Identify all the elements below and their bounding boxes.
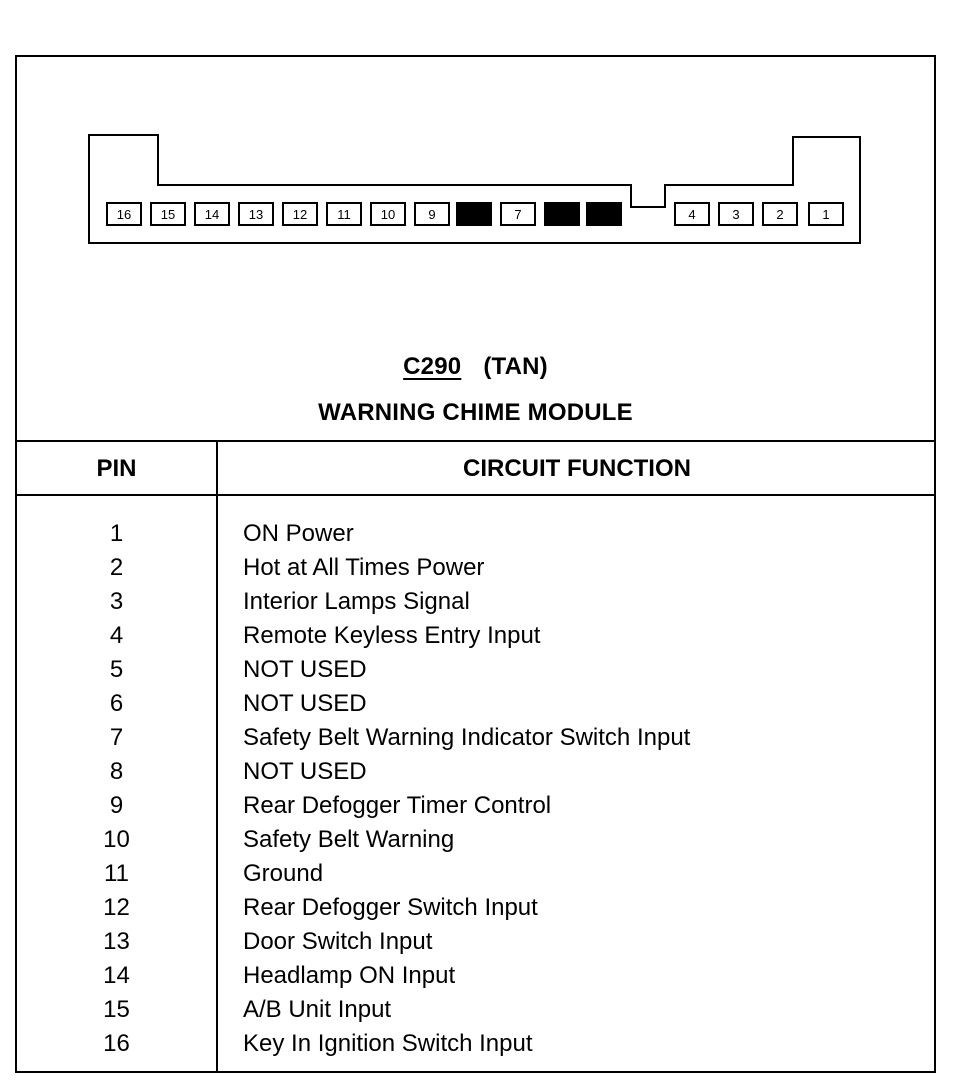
pin-row: 1 ON Power	[17, 517, 934, 551]
table-header-rule	[17, 494, 934, 496]
connector-housing-outline	[88, 134, 861, 244]
pin-cavity-label-10: 10	[381, 207, 395, 222]
circuit-function: Headlamp ON Input	[243, 962, 456, 989]
circuit-function: A/B Unit Input	[243, 996, 392, 1023]
pin-cavity-label-7: 7	[514, 207, 521, 222]
pin-cavity-label-5: 5	[600, 207, 607, 222]
pin-number: 9	[109, 792, 124, 819]
pin-number: 14	[103, 962, 130, 989]
pin-row: 10 Safety Belt Warning	[17, 823, 934, 857]
header-pin: PIN	[96, 455, 137, 482]
header-circuit-function: CIRCUIT FUNCTION	[463, 455, 691, 482]
circuit-function: NOT USED	[243, 758, 367, 785]
pin-cavity-2	[762, 202, 798, 226]
module-name: WARNING CHIME MODULE	[318, 399, 633, 426]
pin-row: 6 NOT USED	[17, 687, 934, 721]
pin-cavity-8	[456, 202, 492, 226]
pin-cavity-label-13: 13	[249, 207, 263, 222]
pin-cavity-label-8: 8	[470, 207, 477, 222]
circuit-function: Remote Keyless Entry Input	[243, 622, 541, 649]
pin-row: 16 Key In Ignition Switch Input	[17, 1027, 934, 1061]
circuit-function: Interior Lamps Signal	[243, 588, 470, 615]
pin-cavity-label-4: 4	[688, 207, 695, 222]
pin-cavity-6	[544, 202, 580, 226]
pin-row: 13 Door Switch Input	[17, 925, 934, 959]
pin-number: 10	[103, 826, 130, 853]
connector-code: C290	[403, 353, 462, 380]
table-column-divider	[216, 440, 218, 1071]
pin-cavity-label-3: 3	[732, 207, 739, 222]
pin-cavity-4	[674, 202, 710, 226]
pin-cavity-7	[500, 202, 536, 226]
pin-number: 8	[109, 758, 124, 785]
pin-row: 9 Rear Defogger Timer Control	[17, 789, 934, 823]
circuit-function: ON Power	[243, 520, 354, 547]
pin-cavity-1	[808, 202, 844, 226]
connector-title: C290 (TAN)	[17, 353, 934, 381]
pin-number: 2	[109, 554, 124, 581]
pin-function-list: 1 ON Power 2 Hot at All Times Power 3 Interio…	[17, 517, 934, 1061]
circuit-function: NOT USED	[243, 656, 367, 683]
pin-cavity-label-16: 16	[117, 207, 131, 222]
circuit-function: Safety Belt Warning Indicator Switch Inp…	[243, 724, 691, 751]
pin-cavity-9	[414, 202, 450, 226]
pin-cavity-10	[370, 202, 406, 226]
pin-cavity-12	[282, 202, 318, 226]
pin-cavity-16	[106, 202, 142, 226]
pin-cavity-label-14: 14	[205, 207, 219, 222]
circuit-function: Hot at All Times Power	[243, 554, 485, 581]
pin-number: 13	[103, 928, 130, 955]
pin-number: 16	[103, 1030, 130, 1057]
pin-number: 12	[103, 894, 130, 921]
circuit-function: Rear Defogger Switch Input	[243, 894, 538, 921]
pin-row: 4 Remote Keyless Entry Input	[17, 619, 934, 653]
pin-number: 4	[109, 622, 124, 649]
pin-cavity-label-2: 2	[776, 207, 783, 222]
pin-number: 11	[104, 860, 129, 887]
circuit-function: Key In Ignition Switch Input	[243, 1030, 533, 1057]
connector-face-diagram: 16 15 14 13 12 11 10 9 8 7 6 5 4 3 2 1	[88, 134, 861, 244]
pin-row: 12 Rear Defogger Switch Input	[17, 891, 934, 925]
table-top-rule	[17, 440, 934, 442]
pin-number: 5	[109, 656, 124, 683]
pin-row: 5 NOT USED	[17, 653, 934, 687]
pin-cavity-label-15: 15	[161, 207, 175, 222]
pin-cavity-11	[326, 202, 362, 226]
pin-number: 1	[109, 520, 124, 547]
pin-cavity-3	[718, 202, 754, 226]
pin-cavity-15	[150, 202, 186, 226]
circuit-function: Door Switch Input	[243, 928, 433, 955]
pin-row: 7 Safety Belt Warning Indicator Switch In…	[17, 721, 934, 755]
pin-cavity-label-11: 11	[337, 207, 351, 222]
pin-cavity-label-1: 1	[822, 207, 829, 222]
circuit-function: NOT USED	[243, 690, 367, 717]
connector-color: (TAN)	[483, 353, 548, 380]
pin-cavity-label-12: 12	[293, 207, 307, 222]
pin-row: 15 A/B Unit Input	[17, 993, 934, 1027]
pin-row: 3 Interior Lamps Signal	[17, 585, 934, 619]
pin-number: 3	[109, 588, 124, 615]
pin-cavity-label-6: 6	[558, 207, 565, 222]
pin-cavity-5	[586, 202, 622, 226]
pin-row: 2 Hot at All Times Power	[17, 551, 934, 585]
pin-number: 7	[109, 724, 124, 751]
pin-row: 8 NOT USED	[17, 755, 934, 789]
circuit-function: Rear Defogger Timer Control	[243, 792, 552, 819]
pin-cavity-13	[238, 202, 274, 226]
pin-cavity-label-9: 9	[428, 207, 435, 222]
circuit-function: Safety Belt Warning	[243, 826, 455, 853]
circuit-function: Ground	[243, 860, 324, 887]
pin-cavity-14	[194, 202, 230, 226]
pin-row: 14 Headlamp ON Input	[17, 959, 934, 993]
pin-row: 11 Ground	[17, 857, 934, 891]
pin-number: 15	[103, 996, 130, 1023]
pin-number: 6	[109, 690, 124, 717]
